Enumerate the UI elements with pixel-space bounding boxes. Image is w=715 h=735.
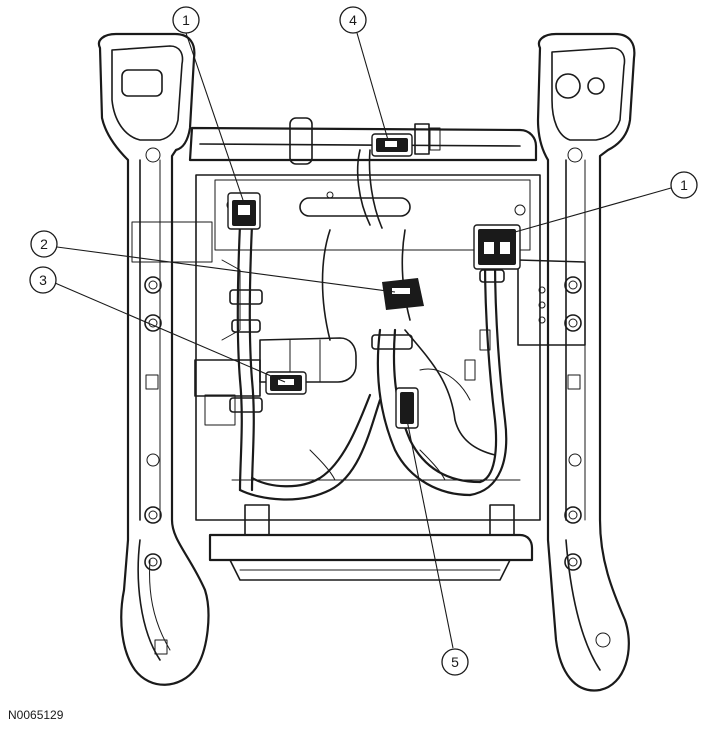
figure-id: N0065129	[8, 708, 64, 722]
callout-3: 3	[29, 266, 57, 294]
callout-5-label: 5	[451, 654, 459, 670]
connector-1-right[interactable]	[473, 224, 521, 270]
callout-3-label: 3	[39, 272, 47, 288]
callout-2-label: 2	[40, 236, 48, 252]
callout-1-left-label: 1	[182, 12, 190, 28]
wiring-harness	[229, 149, 508, 501]
callout-4-label: 4	[349, 12, 357, 28]
callout-1-left: 1	[172, 6, 200, 34]
callout-1-right: 1	[670, 171, 698, 199]
front-cross-member	[208, 504, 534, 581]
callout-2: 2	[30, 230, 58, 258]
callout-1-right-label: 1	[680, 177, 688, 193]
right-side-rail	[517, 32, 636, 692]
connector-3[interactable]	[265, 371, 307, 395]
leader-lines	[54, 32, 672, 649]
connector-2[interactable]	[382, 278, 424, 310]
rear-cross-member	[188, 117, 538, 165]
callout-5: 5	[441, 648, 469, 676]
connector-5[interactable]	[395, 387, 419, 429]
connector-1-left[interactable]	[227, 192, 261, 230]
callout-4: 4	[339, 6, 367, 34]
connector-4[interactable]	[371, 133, 413, 157]
